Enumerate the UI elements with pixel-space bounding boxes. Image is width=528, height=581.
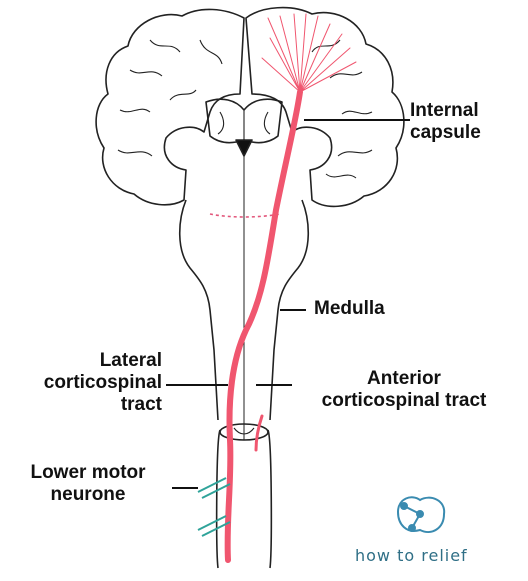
left-hemisphere	[95, 8, 245, 206]
logo-text: how to relief	[355, 546, 468, 565]
label-internal-capsule: Internal capsule	[410, 100, 481, 143]
spinal-cord	[215, 429, 273, 569]
corticospinal-tract	[224, 13, 357, 563]
lower-motor-neurone-icon	[197, 477, 231, 537]
label-anterior-corticospinal-tract: Anterior corticospinal tract	[321, 368, 487, 411]
leader-lines	[166, 119, 410, 489]
label-lateral-corticospinal-tract: Lateral corticospinal tract	[43, 350, 162, 415]
brainstem	[178, 199, 310, 421]
label-medulla: Medulla	[314, 298, 385, 319]
label-lower-motor-neurone: Lower motor neurone	[30, 462, 146, 505]
thalamus	[205, 98, 283, 144]
right-hemisphere	[245, 6, 405, 208]
logo-icon	[396, 496, 446, 533]
